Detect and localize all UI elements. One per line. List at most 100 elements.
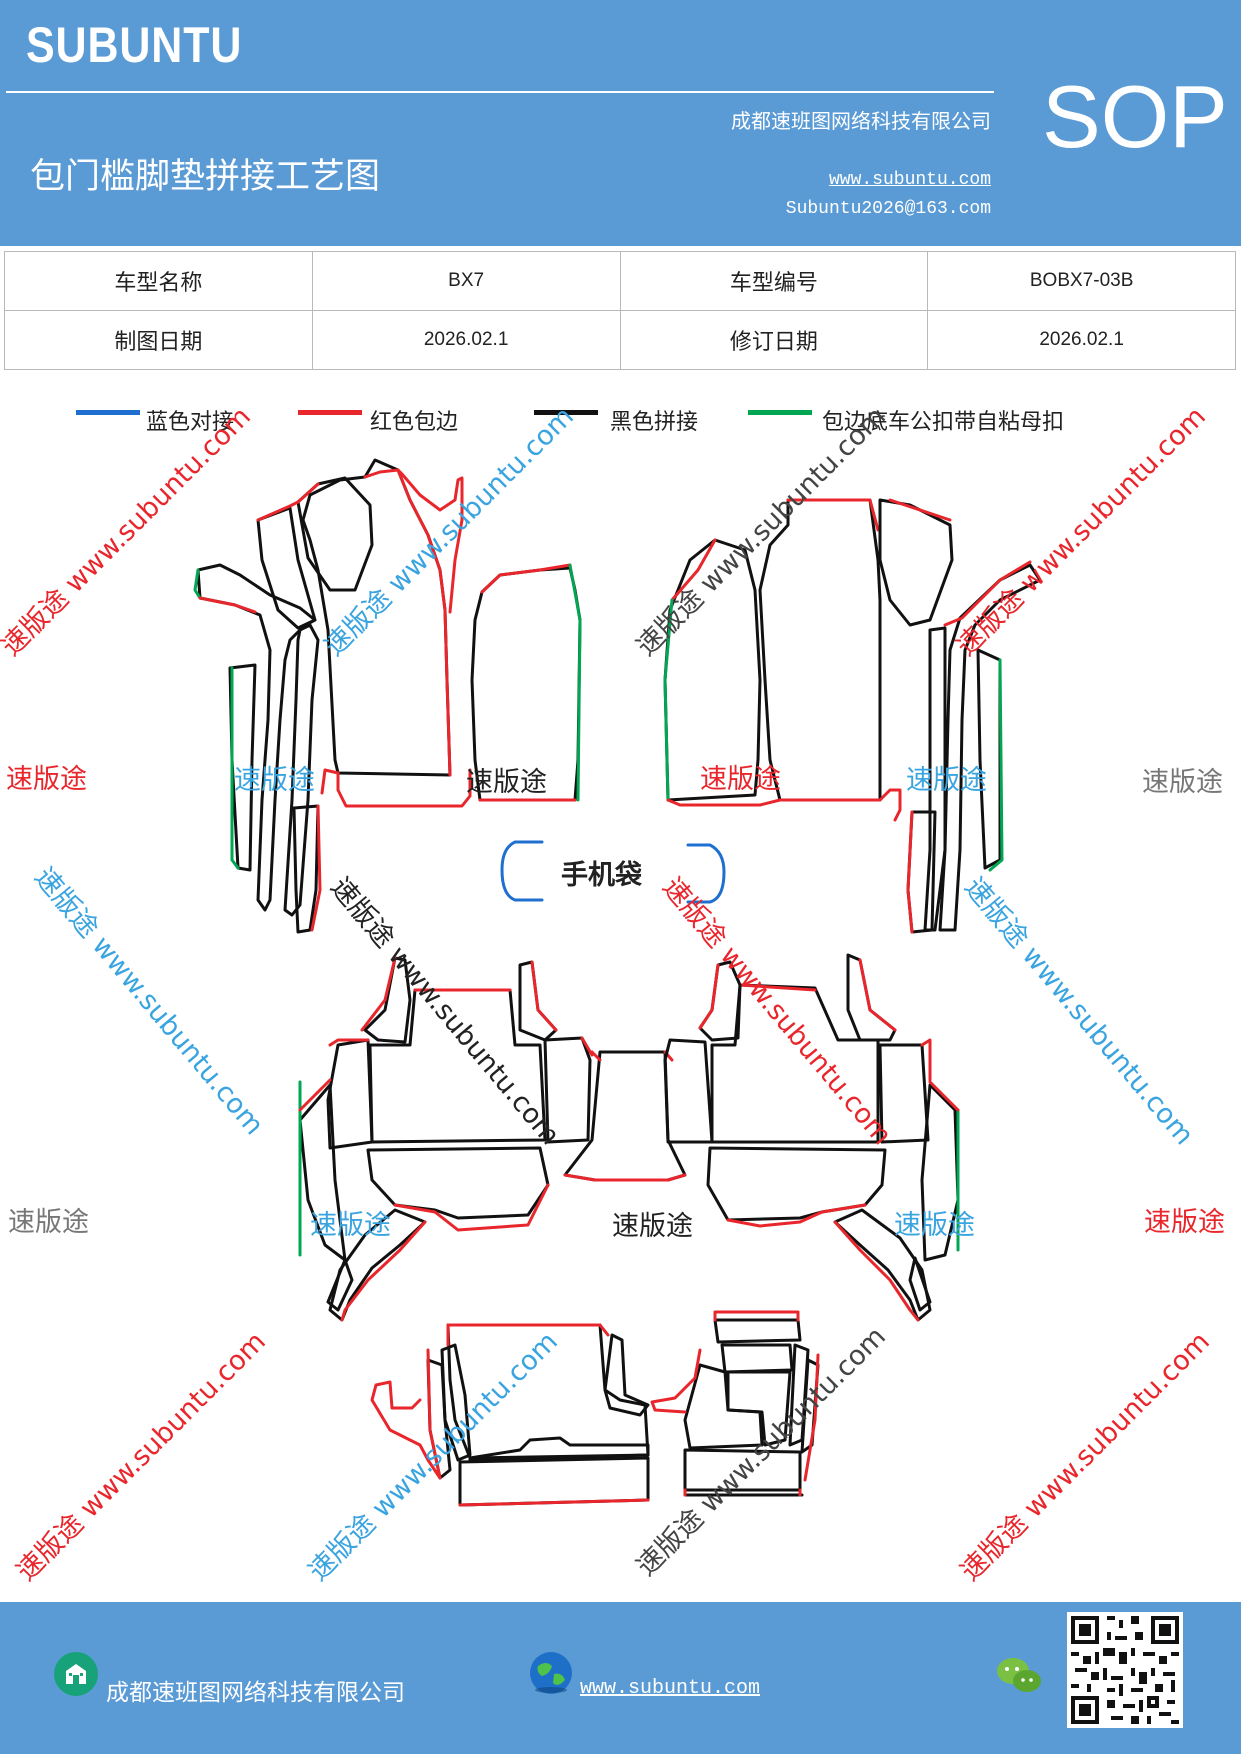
mat-piece <box>846 953 897 1042</box>
table-row: 车型名称 BX7 车型编号 BOBX7-03B <box>4 251 1236 311</box>
mat-piece <box>193 568 202 600</box>
mat-piece <box>878 498 954 627</box>
mat-piece <box>888 498 952 522</box>
table-cell: 2026.02.1 <box>927 310 1236 370</box>
mat-piece <box>368 988 547 1144</box>
mat-piece <box>758 498 882 802</box>
front-right-mat-group <box>663 498 1042 934</box>
header-banner <box>0 0 1241 246</box>
mat-piece <box>663 1038 714 1144</box>
table-cell: 车型名称 <box>4 251 313 311</box>
mat-piece <box>326 1038 374 1150</box>
mat-piece <box>198 596 257 614</box>
legend-swatch-red <box>298 410 362 415</box>
mat-piece <box>906 810 914 934</box>
mat-piece <box>603 1333 650 1417</box>
mat-piece <box>726 1370 792 1447</box>
mat-piece <box>568 563 582 802</box>
mat-piece <box>426 1358 452 1480</box>
legend: 蓝色对接 红色包边 黑色拼接 包边底车公扣带自粘母扣 <box>0 402 1241 435</box>
mat-piece <box>326 1258 354 1312</box>
mat-piece <box>396 468 464 614</box>
mat-piece <box>726 1203 867 1228</box>
document-title: 包门槛脚垫拼接工艺图 <box>30 157 381 197</box>
mat-piece <box>328 1038 370 1047</box>
mat-piece <box>670 538 717 602</box>
mat-piece <box>196 563 317 912</box>
legend-label: 黑色拼接 <box>610 410 699 435</box>
mat-piece <box>298 1083 347 1262</box>
mat-piece <box>296 476 374 592</box>
mat-piece <box>706 1146 887 1222</box>
mat-piece <box>803 1353 820 1482</box>
mat-piece <box>833 1220 920 1322</box>
mat-piece <box>320 768 340 795</box>
table-cell: 制图日期 <box>4 310 313 370</box>
mat-piece <box>663 598 674 802</box>
mat-piece <box>713 1310 800 1322</box>
mat-piece <box>858 958 897 1032</box>
phone-pocket-left <box>500 840 544 902</box>
mat-piece <box>663 538 762 802</box>
mat-piece <box>988 658 1004 872</box>
header-company: 成都速班图网络科技有限公司 <box>731 109 991 133</box>
legend-swatch-blue <box>76 410 140 415</box>
mat-piece <box>833 1208 932 1322</box>
mat-piece <box>363 956 412 1044</box>
building-icon <box>54 1652 98 1696</box>
table-cell: BX7 <box>311 251 621 311</box>
globe-icon <box>530 1652 572 1694</box>
header-divider <box>6 91 994 93</box>
mat-piece <box>710 983 880 1144</box>
mat-piece <box>943 560 1032 627</box>
mat-piece <box>530 960 558 1032</box>
phone-pocket-right <box>686 843 726 904</box>
mat-piece <box>976 648 1002 870</box>
qr-code <box>1067 1612 1183 1728</box>
trunk-mat-group <box>370 1310 820 1507</box>
mat-piece <box>920 1038 932 1082</box>
mat-piece <box>468 1436 650 1462</box>
table-row: 制图日期 2026.02.1 修订日期 2026.02.1 <box>4 310 1236 370</box>
mat-piece <box>446 1323 610 1347</box>
mat-piece <box>480 563 572 594</box>
mat-piece <box>923 626 947 932</box>
phone-pocket-group <box>500 840 726 904</box>
mat-piece <box>738 983 817 992</box>
mat-piece <box>650 1348 702 1414</box>
mat-piece <box>310 804 322 932</box>
mat-piece <box>683 1488 802 1497</box>
mat-piece <box>336 768 472 808</box>
header-website-link[interactable]: www.subuntu.com <box>828 170 991 190</box>
mat-piece <box>393 1183 550 1232</box>
mat-piece <box>666 788 902 822</box>
mat-piece <box>698 960 742 1042</box>
mat-piece <box>230 666 240 870</box>
mat-piece <box>543 1036 592 1144</box>
mat-piece <box>360 956 397 1032</box>
legend-swatch-black <box>534 410 598 415</box>
mat-piece <box>458 1498 650 1507</box>
mat-piece <box>878 1043 930 1144</box>
table-cell: 车型编号 <box>619 251 929 311</box>
mat-piece <box>938 563 1042 932</box>
mat-piece <box>470 566 582 802</box>
legend-label: 蓝色对接 <box>146 410 235 435</box>
footer-website-link[interactable]: www.subuntu.com <box>580 1677 761 1700</box>
mat-piece <box>283 623 320 917</box>
qr-code-pattern <box>1067 1612 1183 1728</box>
mat-piece <box>720 1343 794 1374</box>
front-left-mat-group <box>193 458 582 934</box>
mat-piece <box>908 1256 932 1312</box>
mat-piece <box>301 458 452 777</box>
mat-piece <box>458 1456 650 1507</box>
vehicle-info-table: 车型名称 BX7 车型编号 BOBX7-03B 制图日期 2026.02.1 修… <box>4 251 1236 370</box>
mat-piece <box>683 1363 764 1450</box>
wechat-icon <box>997 1658 1041 1692</box>
brand-logo: SUBUNTU <box>26 17 243 73</box>
mat-piece <box>683 1448 802 1492</box>
mat-piece <box>366 1146 550 1220</box>
table-cell: 2026.02.1 <box>311 310 621 370</box>
mat-piece <box>698 963 720 1030</box>
